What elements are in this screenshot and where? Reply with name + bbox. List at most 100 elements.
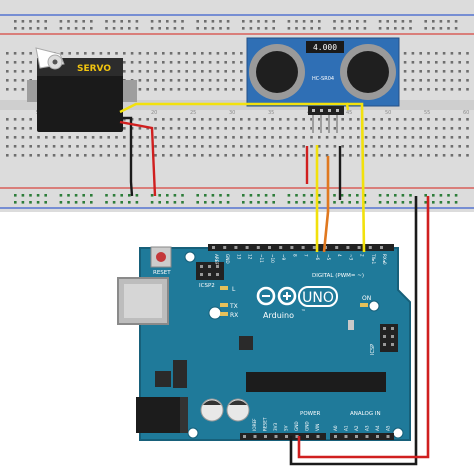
breadboard-hole	[466, 118, 469, 121]
digital-pin	[335, 246, 339, 249]
rail-hole	[82, 27, 85, 30]
breadboard-hole	[107, 154, 110, 157]
breadboard-hole	[435, 136, 438, 139]
rail-hole	[386, 20, 389, 23]
breadboard-hole	[91, 145, 95, 148]
rail-hole	[356, 194, 359, 197]
breadboard-hole	[341, 118, 344, 121]
breadboard-hole	[427, 52, 430, 55]
rail-hole	[14, 194, 17, 197]
digital-pin-label: 8	[292, 254, 297, 257]
breadboard-hole	[185, 145, 188, 148]
rail-hole	[181, 201, 184, 204]
rail-hole	[242, 194, 245, 197]
rail-hole	[29, 20, 32, 23]
breadboard-hole	[13, 52, 17, 55]
breadboard-hole	[185, 127, 188, 130]
sensor-echo-wire	[322, 156, 330, 253]
breadboard-hole	[427, 70, 430, 73]
breadboard-hole	[240, 70, 243, 73]
breadboard-hole	[169, 70, 173, 73]
breadboard-hole	[185, 70, 188, 73]
breadboard-hole	[232, 79, 235, 82]
breadboard-hole	[466, 127, 469, 130]
breadboard-hole	[21, 136, 25, 139]
breadboard-hole	[232, 52, 235, 55]
breadboard-hole	[193, 154, 196, 157]
breadboard-hole	[240, 79, 243, 82]
rail-hole	[204, 27, 207, 30]
rail-hole	[295, 20, 298, 23]
breadboard-hole	[310, 136, 313, 139]
breadboard-hole	[411, 52, 415, 55]
breadboard-hole	[146, 52, 149, 55]
breadboard-hole	[364, 154, 368, 157]
breadboard-hole	[403, 88, 407, 91]
rail-hole	[226, 20, 230, 23]
breadboard-hole	[123, 70, 126, 73]
breadboard-hole	[154, 145, 157, 148]
breadboard-hole	[435, 145, 438, 148]
breadboard-hole	[146, 88, 149, 91]
rail-hole	[105, 194, 108, 197]
breadboard-hole	[193, 52, 196, 55]
rail-hole	[295, 27, 298, 30]
digital-pin-label: 13	[236, 254, 241, 260]
breadboard-hole	[271, 154, 274, 157]
breadboard-hole	[115, 52, 118, 55]
mounting-hole	[208, 306, 222, 320]
rail-hole	[150, 201, 154, 204]
header-pin	[200, 273, 203, 276]
breadboard-hole	[419, 136, 422, 139]
rail-hole	[166, 194, 169, 197]
arduino-logo: UNO Arduino ™	[256, 286, 338, 320]
breadboard-hole	[372, 127, 376, 130]
breadboard-hole	[193, 70, 196, 73]
rail-hole	[394, 194, 397, 197]
breadboard-hole	[29, 118, 32, 121]
breadboard-hole	[138, 52, 142, 55]
rail-hole	[401, 20, 405, 23]
rail-hole	[447, 20, 450, 23]
breadboard-hole	[279, 136, 282, 139]
rail-hole	[59, 201, 63, 204]
servo-signal-wire	[119, 102, 350, 114]
breadboard-hole	[177, 118, 181, 121]
bottom-header-pins	[243, 435, 390, 438]
rail-hole	[74, 201, 78, 204]
breadboard-hole	[442, 52, 446, 55]
breadboard-hole	[138, 136, 142, 139]
rail-hole	[439, 201, 443, 204]
breadboard-hole	[154, 70, 157, 73]
breadboard-hole	[427, 127, 430, 130]
breadboard-hole	[458, 61, 461, 64]
breadboard-hole	[13, 70, 17, 73]
breadboard-hole	[193, 61, 196, 64]
breadboard-hole	[138, 79, 142, 82]
breadboard-hole	[364, 145, 368, 148]
rail-hole	[272, 201, 275, 204]
column-number: 35	[268, 110, 274, 116]
breadboard-hole	[21, 154, 25, 157]
breadboard-hole	[310, 118, 313, 121]
breadboard-hole	[130, 61, 134, 64]
breadboard-hole	[294, 127, 298, 130]
breadboard-hole	[13, 145, 17, 148]
breadboard-hole	[68, 136, 71, 139]
breadboard-hole	[302, 118, 305, 121]
rail-hole	[181, 27, 184, 30]
breadboard-hole	[169, 52, 173, 55]
rail-hole	[302, 201, 306, 204]
breadboard-hole	[216, 88, 220, 91]
sensor-pin	[312, 109, 315, 112]
rail-hole	[74, 20, 78, 23]
breadboard-hole	[13, 118, 17, 121]
breadboard-hole	[13, 61, 17, 64]
breadboard-hole	[52, 136, 56, 139]
breadboard-hole	[458, 70, 461, 73]
breadboard-hole	[466, 154, 469, 157]
breadboard-hole	[138, 118, 142, 121]
breadboard-hole	[216, 145, 220, 148]
icsp-header	[380, 324, 398, 352]
led-tx	[220, 303, 228, 307]
